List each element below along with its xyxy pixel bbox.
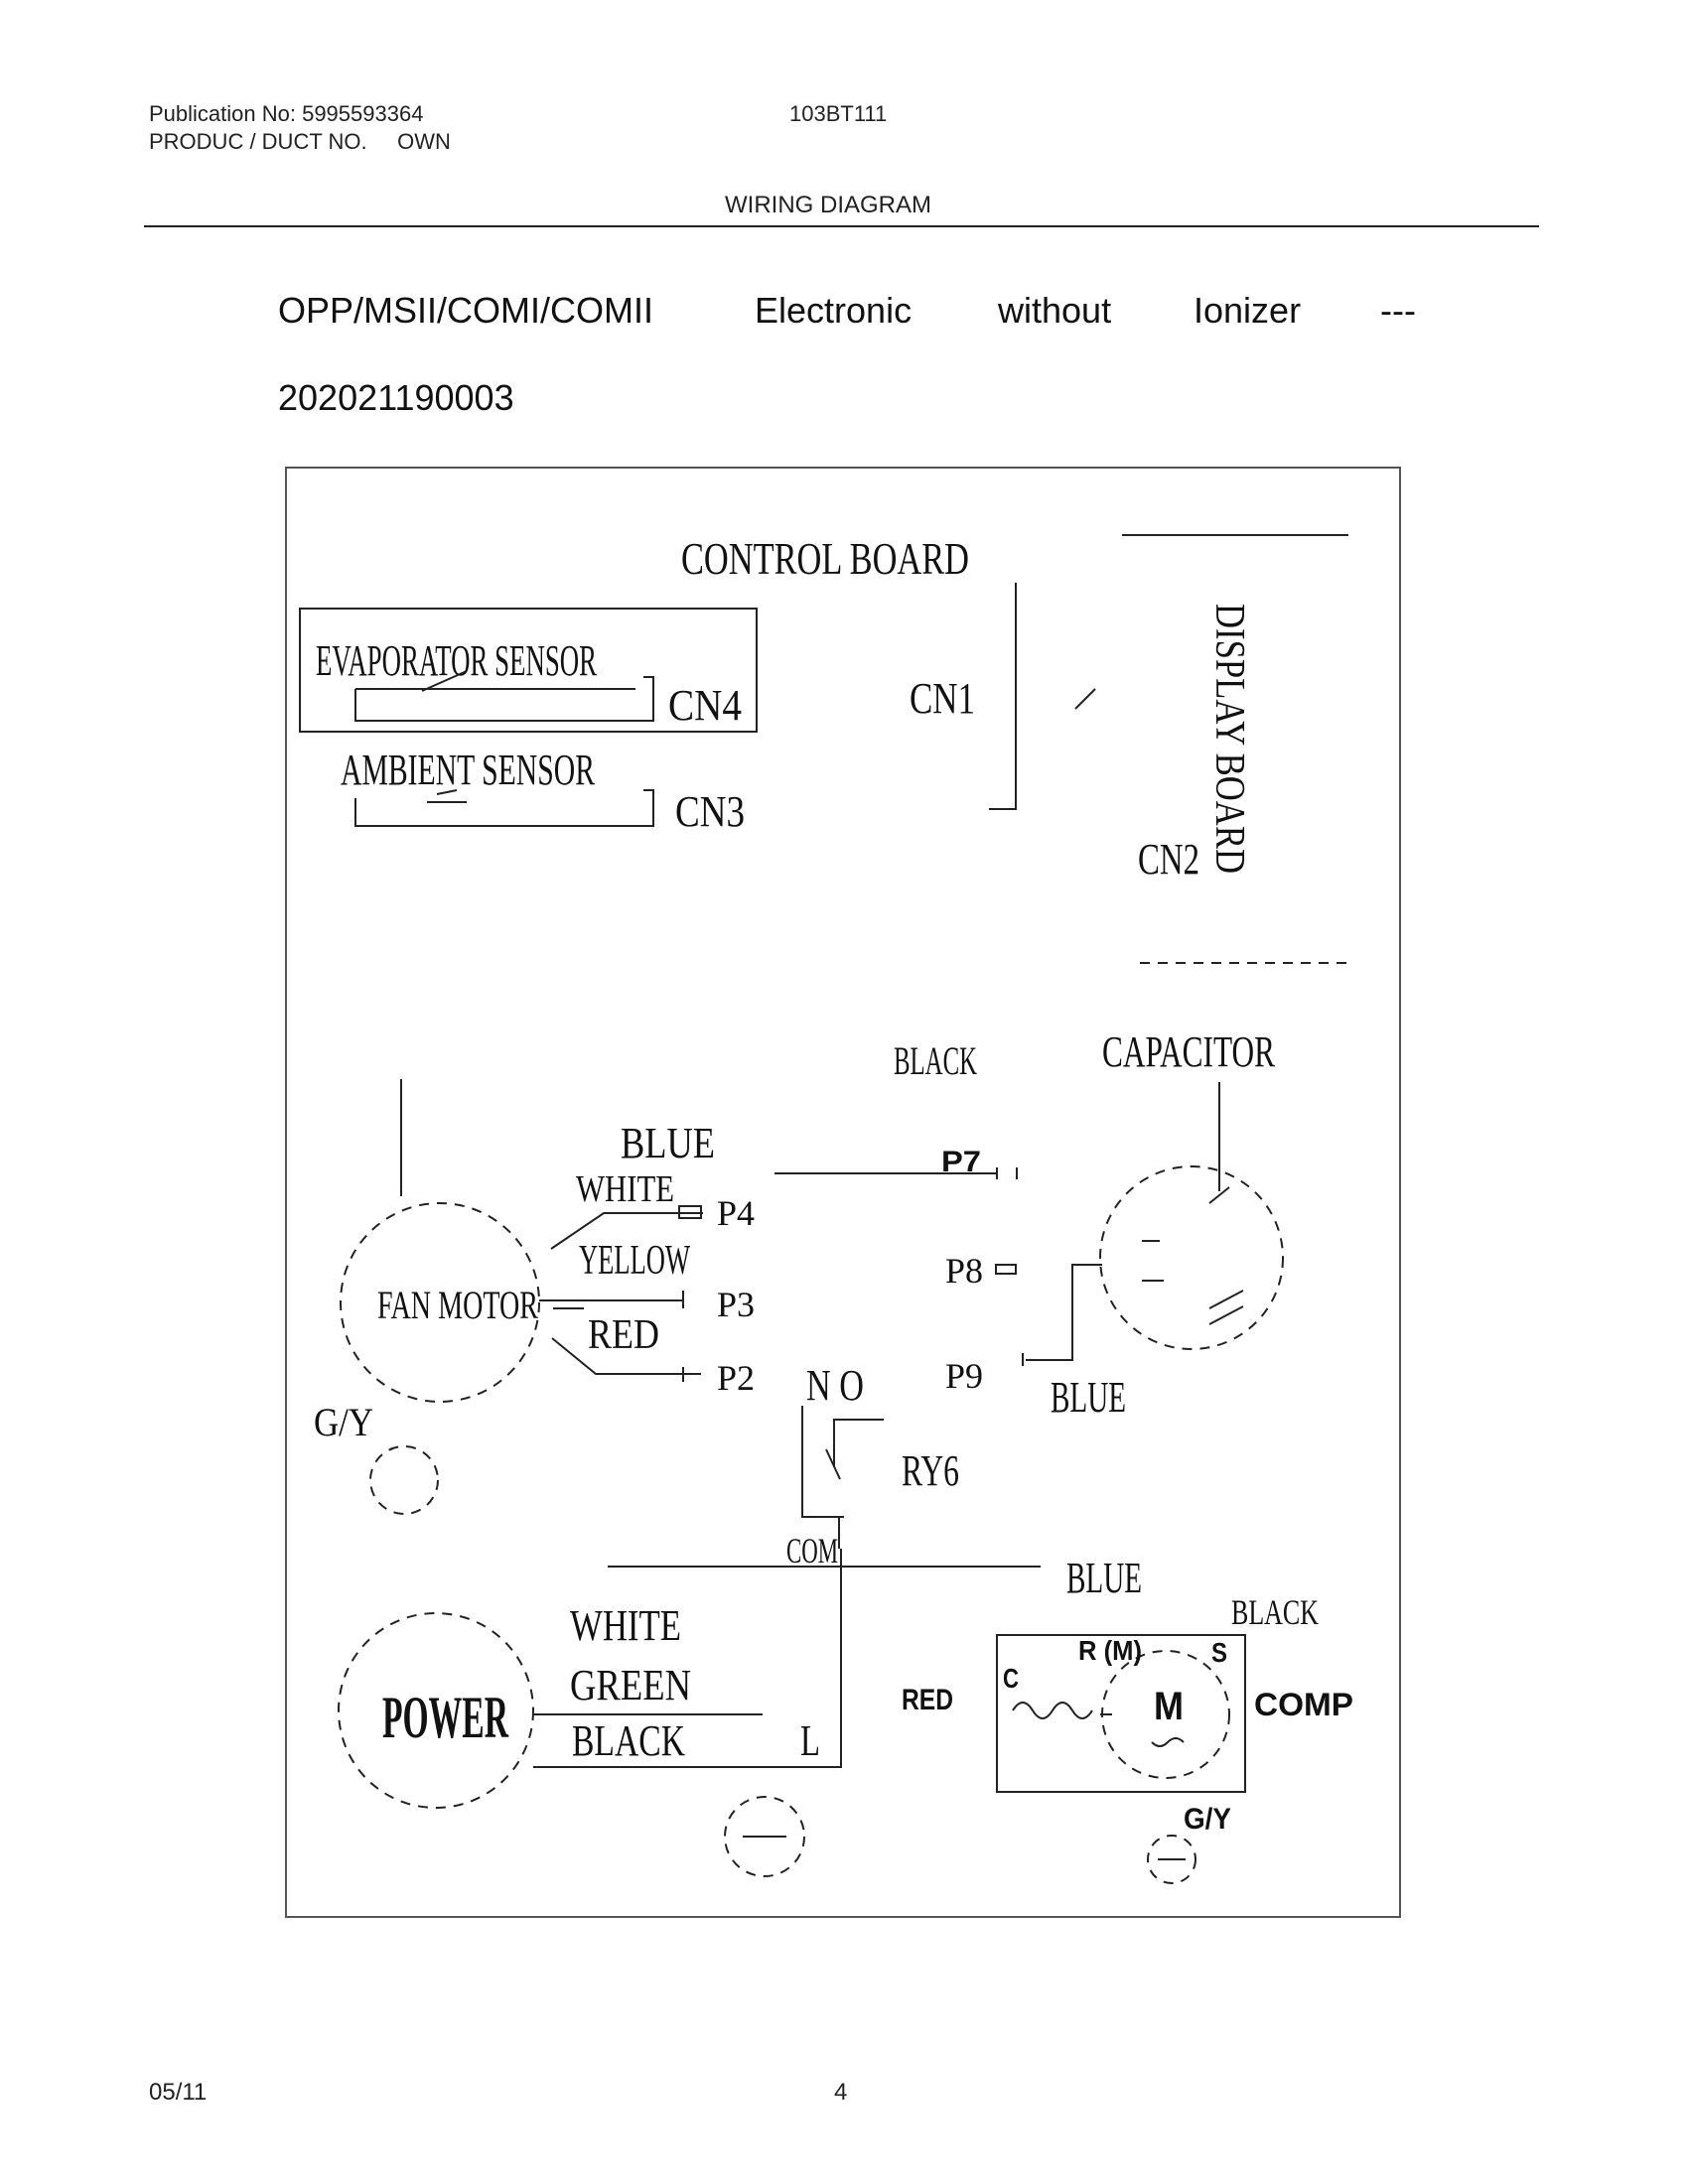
power-plug-circle: [338, 1612, 534, 1809]
red-comp-label: RED: [902, 1684, 953, 1716]
black-comp-label: BLACK: [1231, 1592, 1319, 1632]
cn4-label: CN4: [668, 681, 742, 730]
title-word-electronic: Electronic: [755, 290, 913, 331]
r-m-terminal-label: R (M): [1078, 1635, 1142, 1666]
relay-no-contact: [801, 1406, 844, 1518]
fan-motor-label: FAN MOTOR: [377, 1283, 538, 1327]
publication-number: Publication No: 5995593364: [149, 101, 424, 126]
m-motor-label: M: [1154, 1685, 1184, 1728]
capacitor-mark-3: [1208, 1290, 1244, 1309]
red-fan-label: RED: [588, 1312, 659, 1358]
blue-com-label: BLUE: [1066, 1554, 1142, 1602]
evaporator-sensor-wire: [354, 676, 654, 722]
title-word-ionizer: Ionizer: [1194, 290, 1302, 331]
p3-label: P3: [717, 1285, 755, 1324]
section-title: WIRING DIAGRAM: [725, 192, 931, 218]
p4-connector: [678, 1205, 702, 1219]
compressor-overload: [1012, 1702, 1093, 1719]
cn2-label: CN2: [1138, 835, 1199, 884]
ambient-sensor-wire: [354, 789, 654, 827]
control-board-label: CONTROL BOARD: [681, 533, 969, 584]
white-wire: [550, 1212, 703, 1250]
title-code: 202021190003: [278, 377, 514, 418]
ambient-sensor-tick: [436, 789, 458, 795]
black-power-label: BLACK: [572, 1716, 685, 1765]
evaporator-sensor-box: [299, 608, 758, 733]
ry6-label: RY6: [902, 1446, 959, 1495]
black-top-label: BLACK: [894, 1038, 977, 1083]
fan-ground-circle: [369, 1445, 439, 1515]
capacitor-circle: [1099, 1165, 1284, 1350]
cn1-label: CN1: [910, 674, 975, 723]
cn3-label: CN3: [675, 787, 745, 836]
blue-capacitor-label: BLUE: [1051, 1373, 1126, 1422]
red-wire: [551, 1337, 701, 1375]
compressor-box: [996, 1634, 1246, 1793]
ambient-sensor-label: AMBIENT SENSOR: [341, 746, 595, 794]
c-terminal-label: C: [1003, 1663, 1019, 1694]
no-label: N O: [806, 1361, 864, 1410]
capacitor-tick: [1208, 1186, 1230, 1204]
capacitor-label: CAPACITOR: [1102, 1027, 1275, 1076]
black-wire: [533, 1761, 842, 1768]
p2-label: P2: [717, 1358, 755, 1398]
relay-coil-wire: [833, 1419, 884, 1467]
blue-top-label: BLUE: [621, 1119, 715, 1167]
com-label: COM: [786, 1531, 838, 1570]
yellow-fan-label: YELLOW: [579, 1238, 690, 1284]
green-power-label: GREEN: [570, 1661, 691, 1709]
power-ground-circle: [724, 1796, 805, 1877]
comp-label: COMP: [1254, 1687, 1353, 1722]
footer-date: 05/11: [149, 2079, 208, 2106]
title-word-dashes: ---: [1380, 290, 1416, 331]
white-power-label: WHITE: [570, 1601, 681, 1650]
evaporator-sensor-tick: [421, 670, 468, 692]
p7-label: P7: [941, 1146, 981, 1178]
compressor-ground-circle: [1147, 1835, 1196, 1884]
display-board-label: DISPLAY BOARD: [1206, 604, 1252, 874]
p4-label: P4: [717, 1193, 755, 1233]
gy-comp-label: G/Y: [1184, 1803, 1231, 1836]
title-word-without: without: [998, 290, 1112, 331]
cn1-bracket: [989, 583, 1017, 810]
p8-connector: [995, 1264, 1017, 1275]
p9-label: P9: [945, 1356, 983, 1396]
product-number: PRODUC / DUCT NO. OWN: [149, 129, 451, 154]
footer-page-number: 4: [834, 2079, 848, 2106]
evaporator-sensor-label: EVAPORATOR SENSOR: [316, 636, 597, 685]
cn1-tick: [1074, 688, 1096, 710]
diagram-frame: [285, 467, 1401, 1918]
title-word-models: OPP/MSII/COMI/COMII: [278, 290, 654, 331]
power-label: POWER: [382, 1685, 508, 1750]
gy-left-label: G/Y: [314, 1400, 373, 1444]
p8-label: P8: [945, 1251, 983, 1291]
capacitor-mark-4: [1208, 1305, 1244, 1325]
l-label: L: [800, 1716, 820, 1765]
compressor-m-squiggle: [1151, 1737, 1185, 1747]
relay-switch-arm: [825, 1448, 841, 1480]
fan-motor-circle: [340, 1202, 540, 1403]
model-number: 103BT111: [789, 101, 888, 126]
blue-capacitor-wire: [1026, 1264, 1102, 1361]
header-divider: [144, 225, 1539, 227]
s-terminal-label: S: [1211, 1637, 1227, 1668]
white-fan-label: WHITE: [576, 1168, 674, 1210]
